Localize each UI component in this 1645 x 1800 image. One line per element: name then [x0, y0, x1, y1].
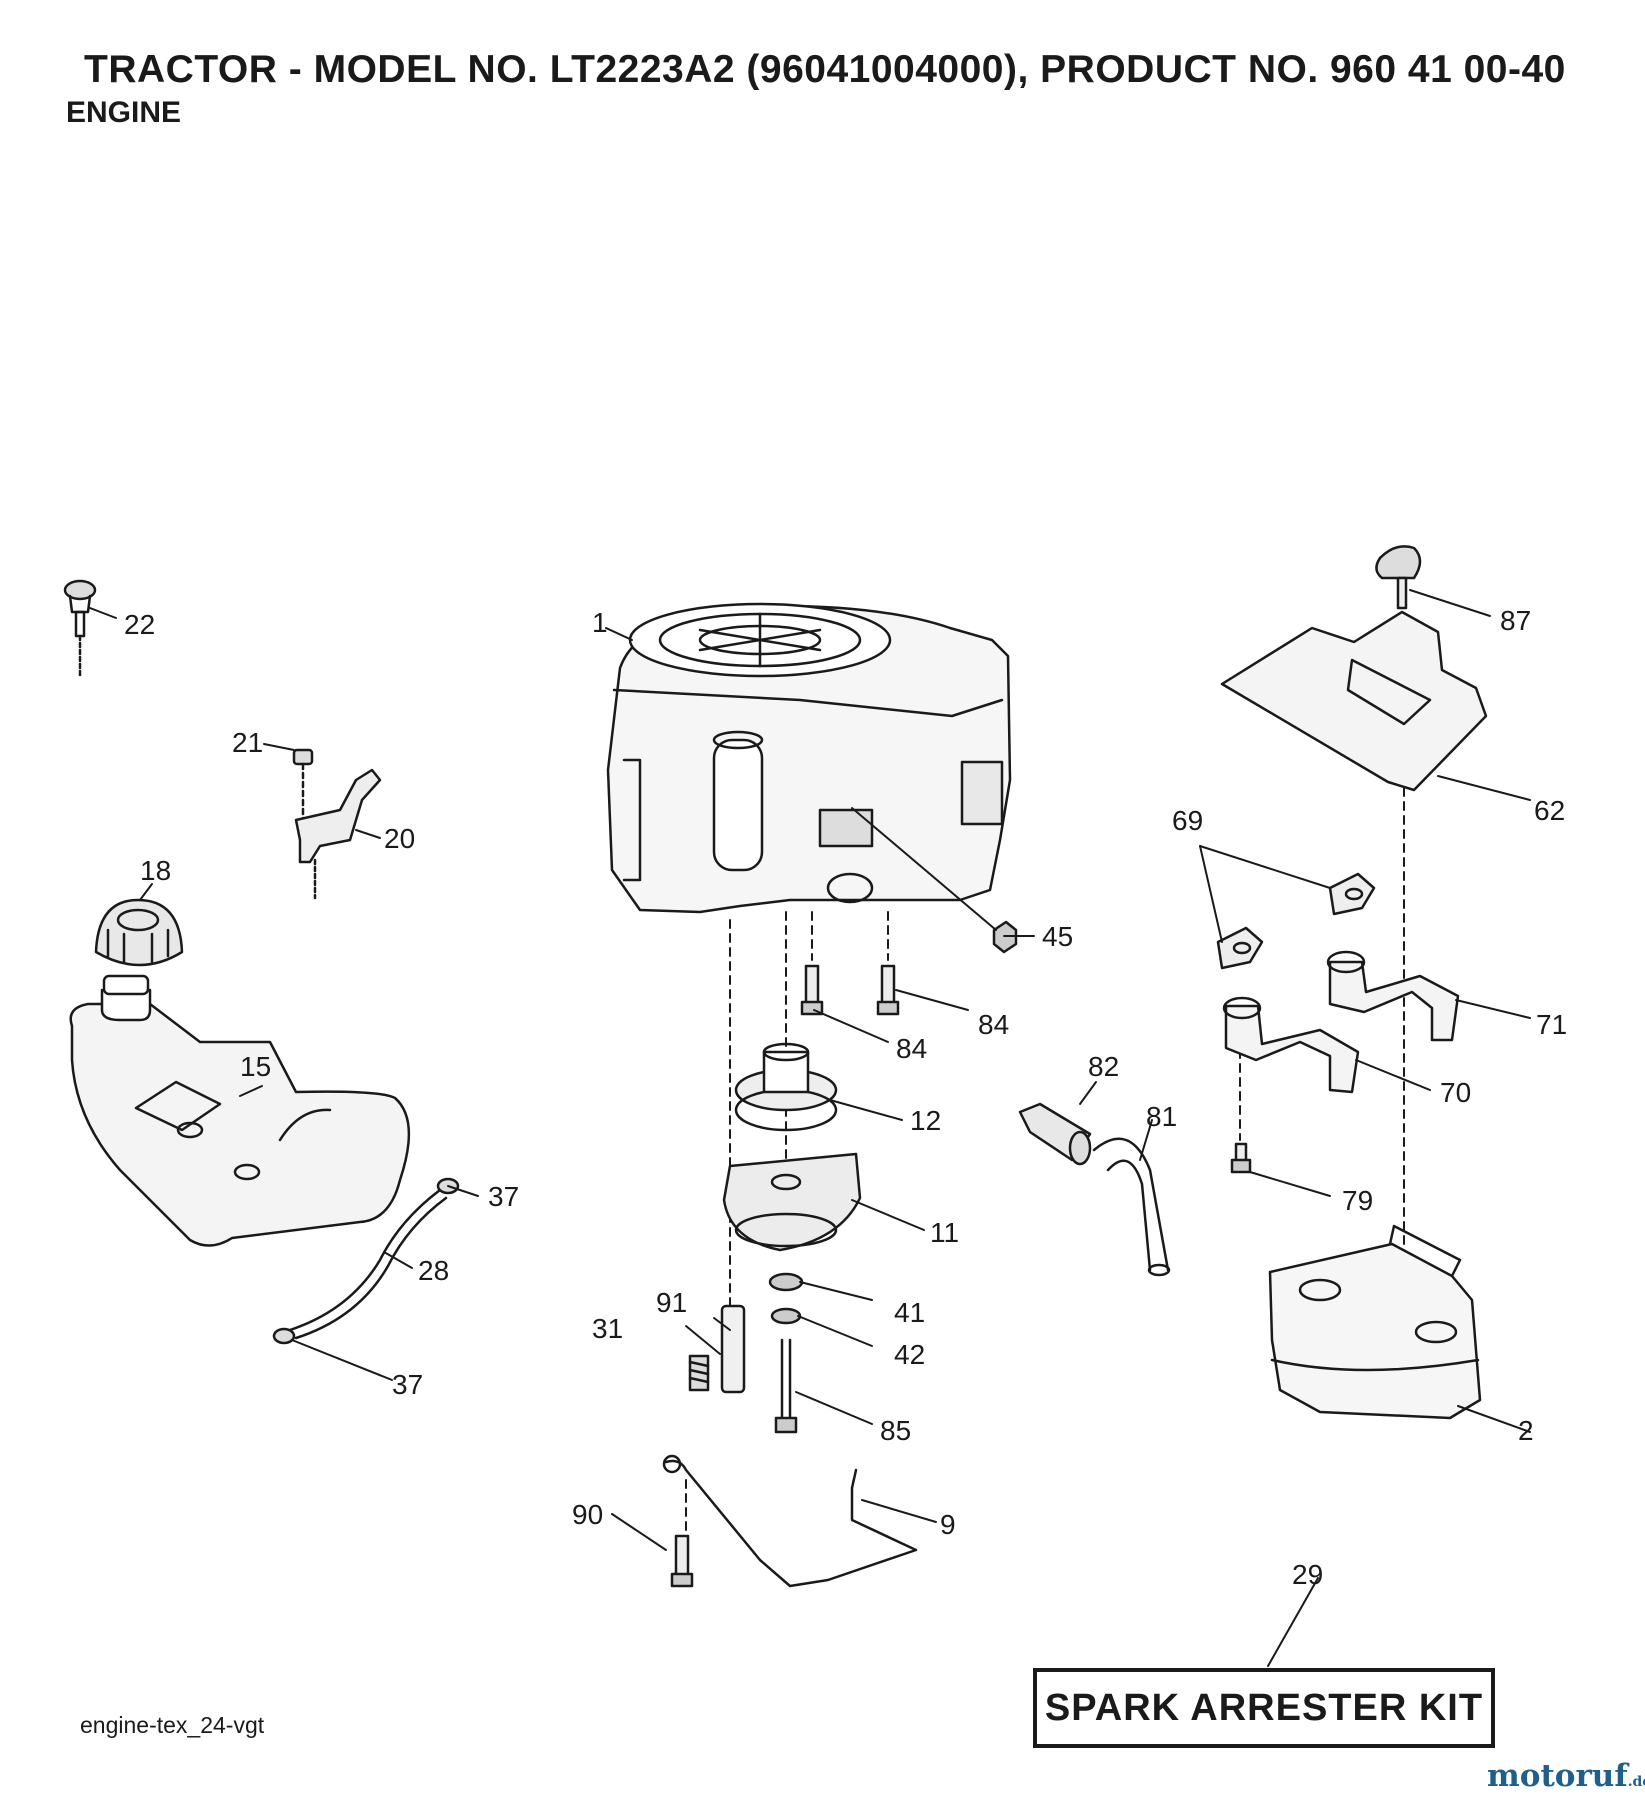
fuel-tank-part [69, 974, 411, 1247]
part-label: 12 [910, 1105, 941, 1136]
part-label: 81 [1146, 1101, 1177, 1132]
part-label: 84 [978, 1009, 1009, 1040]
part-label: 62 [1534, 795, 1565, 826]
part-label: 18 [140, 855, 171, 886]
muffler-part [1268, 1224, 1482, 1420]
diagram-title: TRACTOR - MODEL NO. LT2223A2 (9604100400… [84, 48, 1566, 91]
diagram-subtitle: ENGINE [66, 96, 182, 129]
watermark-brand: motoruf [1487, 1758, 1628, 1794]
part-label: 45 [1042, 921, 1073, 952]
part-label: 84 [896, 1033, 927, 1064]
rod-bolt-part [670, 1534, 694, 1588]
part-label: 1 [592, 607, 608, 638]
gaskets-part [1216, 872, 1376, 970]
watermark-suffix: .de [1627, 1774, 1645, 1790]
part-label: 69 [1172, 805, 1203, 836]
part-label: 37 [392, 1369, 423, 1400]
bolts-part [800, 964, 900, 1016]
part-label: 85 [880, 1415, 911, 1446]
throttle-bracket-part [292, 748, 382, 900]
exhaust-pipe-left-part [1222, 996, 1360, 1094]
spring-part [688, 1354, 710, 1392]
engine-part [606, 602, 1012, 914]
part-label: 28 [418, 1255, 449, 1286]
part-label: 41 [894, 1297, 925, 1328]
washers-part [768, 1272, 804, 1325]
clutch-bolt-part [774, 1338, 798, 1434]
part-label: 22 [124, 609, 155, 640]
part-label: 11 [930, 1217, 959, 1248]
fuel-cap-part [94, 898, 184, 967]
fuel-pump-connector-part [1018, 1102, 1092, 1166]
watermark-logo: motoruf.de [1487, 1758, 1645, 1794]
pulley-part [734, 1042, 838, 1132]
part-label: 87 [1500, 605, 1531, 636]
muffler-bolt-part [1230, 1142, 1252, 1174]
fuel-line-part [272, 1177, 460, 1345]
part-label: 2 [1518, 1415, 1534, 1446]
part-label: 15 [240, 1051, 271, 1082]
spark-arrester-kit-label: SPARK ARRESTER KIT [1044, 1686, 1484, 1729]
part-label: 90 [572, 1499, 603, 1530]
heat-shield-part [1220, 610, 1488, 792]
part-label: 79 [1342, 1185, 1373, 1216]
part-label: 82 [1088, 1051, 1119, 1082]
part-label: 29 [1292, 1559, 1323, 1590]
part-label: 31 [592, 1313, 623, 1344]
figure-id: engine-tex_24-vgt [80, 1712, 265, 1738]
dipstick-part [63, 579, 97, 680]
part-label: 21 [232, 727, 263, 758]
part-label: 9 [940, 1509, 956, 1540]
clutch-part [722, 1152, 862, 1252]
spacer-part [720, 1304, 746, 1394]
part-label: 37 [488, 1181, 519, 1212]
exhaust-pipe-right-part [1326, 950, 1460, 1042]
rod-part [662, 1454, 918, 1588]
spark-arrester-kit-box: SPARK ARRESTER KIT [1033, 1668, 1495, 1748]
part-label: 71 [1536, 1009, 1567, 1040]
part-label: 42 [894, 1339, 925, 1370]
hose-part [1092, 1137, 1171, 1277]
heat-shield-knob-part [1375, 545, 1422, 610]
part-label: 20 [384, 823, 415, 854]
part-label: 70 [1440, 1077, 1471, 1108]
part-label: 91 [656, 1287, 687, 1318]
